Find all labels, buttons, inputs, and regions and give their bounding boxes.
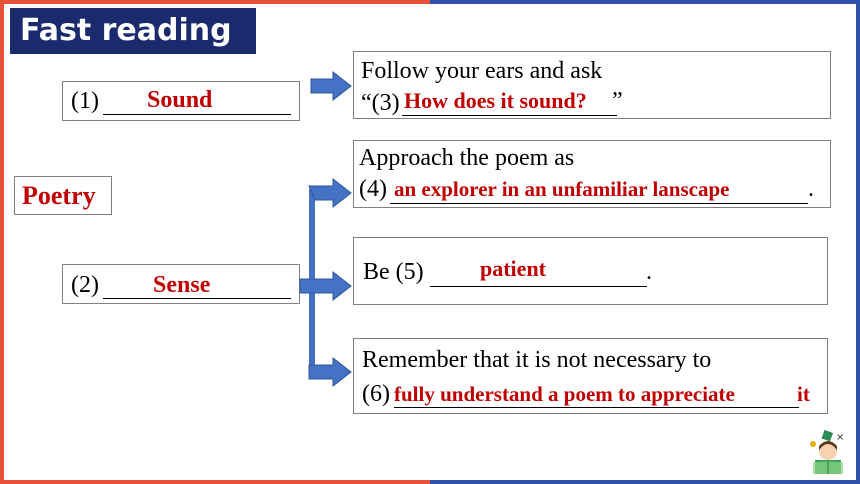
box3-suffix: ” <box>612 88 623 114</box>
item2-box: (2) Sense <box>62 264 300 304</box>
slide-title: Fast reading <box>10 8 256 54</box>
box3-blank <box>402 115 617 116</box>
box3: Follow your ears and ask “(3) How does i… <box>353 51 831 119</box>
box4-blank <box>390 203 808 204</box>
item1-number: (1) <box>71 88 99 114</box>
box6-blank <box>394 407 799 408</box>
frame-bottom-left <box>0 480 430 484</box>
svg-text:×: × <box>836 432 844 443</box>
box4-suffix: . <box>808 176 814 202</box>
box3-prefix: “(3) <box>361 90 400 116</box>
student-reading-icon: × <box>810 429 844 474</box>
item2-answer: Sense <box>153 272 211 298</box>
box4-answer: an explorer in an unfamiliar lanscape <box>394 177 730 201</box>
poetry-label: Poetry <box>22 181 96 210</box>
item1-box: (1) Sound <box>62 81 300 121</box>
box6-answer: fully understand a poem to appreciate <box>394 382 735 406</box>
box4-prefix: (4) <box>359 176 387 202</box>
frame-top-left <box>0 0 430 4</box>
box5: Be (5) patient . <box>353 237 828 305</box>
item2-blank <box>103 298 291 299</box>
frame-left <box>0 0 4 484</box>
box6-prefix: (6) <box>362 381 390 407</box>
box6-line1: Remember that it is not necessary to <box>362 347 712 373</box>
box3-line1: Follow your ears and ask <box>361 58 603 84</box>
frame-top-right <box>430 0 860 4</box>
frame-right <box>856 0 860 484</box>
item1-answer: Sound <box>147 87 213 113</box>
arrow-right-icon <box>308 356 352 388</box>
item2-number: (2) <box>71 272 99 298</box>
frame-bottom-right <box>430 480 860 484</box>
box5-blank <box>430 286 647 287</box>
arrow-right-icon <box>299 270 352 302</box>
box6-suffix: it <box>797 382 810 406</box>
box5-suffix: . <box>646 259 652 285</box>
box4: Approach the poem as (4) an explorer in … <box>353 140 831 208</box>
box4-line1: Approach the poem as <box>359 145 575 171</box>
box5-answer: patient <box>480 256 546 281</box>
box6: Remember that it is not necessary to (6)… <box>353 338 828 414</box>
item1-blank <box>103 114 291 115</box>
poetry-box: Poetry <box>14 176 112 215</box>
box5-prefix: Be (5) <box>363 259 424 285</box>
box3-answer: How does it sound? <box>404 88 587 113</box>
arrow-right-icon <box>308 177 352 209</box>
arrow-right-icon <box>310 70 352 102</box>
